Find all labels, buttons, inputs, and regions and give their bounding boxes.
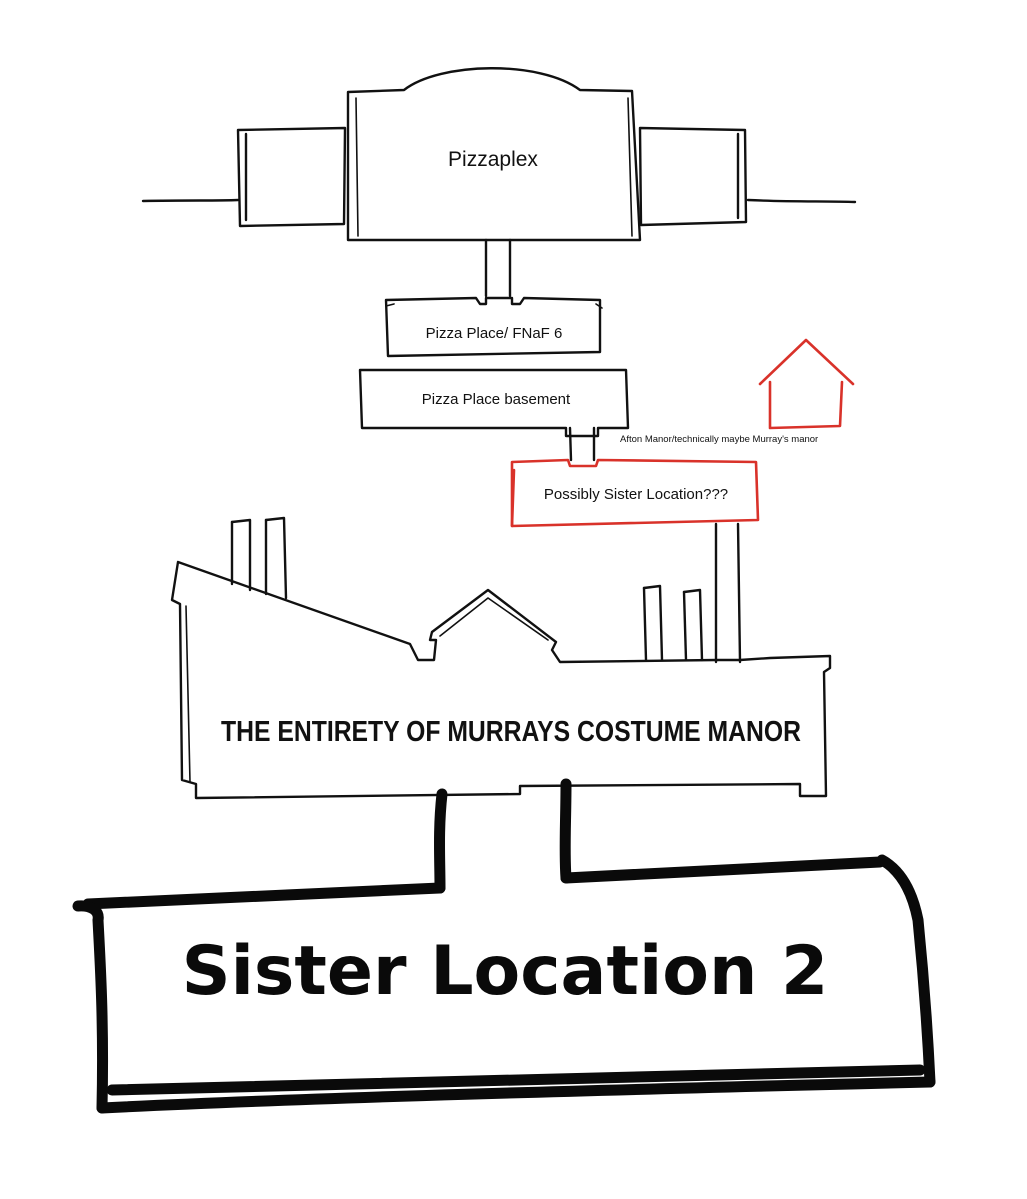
connector-pizzaplex-pizza-place bbox=[484, 238, 512, 298]
pizza-place-building: Pizza Place/ FNaF 6 bbox=[384, 296, 603, 358]
sister-location-building: Possibly Sister Location??? bbox=[510, 458, 760, 528]
connector-costume-manor-sister-location-2 bbox=[82, 778, 886, 910]
pizza-place-label: Pizza Place/ FNaF 6 bbox=[426, 325, 563, 342]
pizza-place-basement-label: Pizza Place basement bbox=[422, 391, 571, 408]
sister-location-label: Possibly Sister Location??? bbox=[544, 486, 728, 503]
pizzaplex-building: Pizzaplex bbox=[141, 67, 857, 242]
pizzaplex-label: Pizzaplex bbox=[448, 148, 538, 171]
connector-basement-sister-location bbox=[568, 426, 596, 462]
costume-manor-building: THE ENTIRETY OF MURRAYS COSTUME MANOR bbox=[170, 516, 832, 800]
afton-manor-label: Afton Manor/technically maybe Murray's m… bbox=[620, 434, 818, 445]
sister-location-2-building: Sister Location 2 bbox=[72, 854, 936, 1114]
afton-manor-house: Afton Manor/technically maybe Murray's m… bbox=[620, 338, 855, 445]
sister-location-2-label: Sister Location 2 bbox=[182, 932, 829, 1011]
connector-sister-location-costume-manor bbox=[714, 522, 742, 664]
pizza-place-basement-building: Pizza Place basement bbox=[358, 368, 630, 438]
costume-manor-label: THE ENTIRETY OF MURRAYS COSTUME MANOR bbox=[221, 716, 801, 748]
